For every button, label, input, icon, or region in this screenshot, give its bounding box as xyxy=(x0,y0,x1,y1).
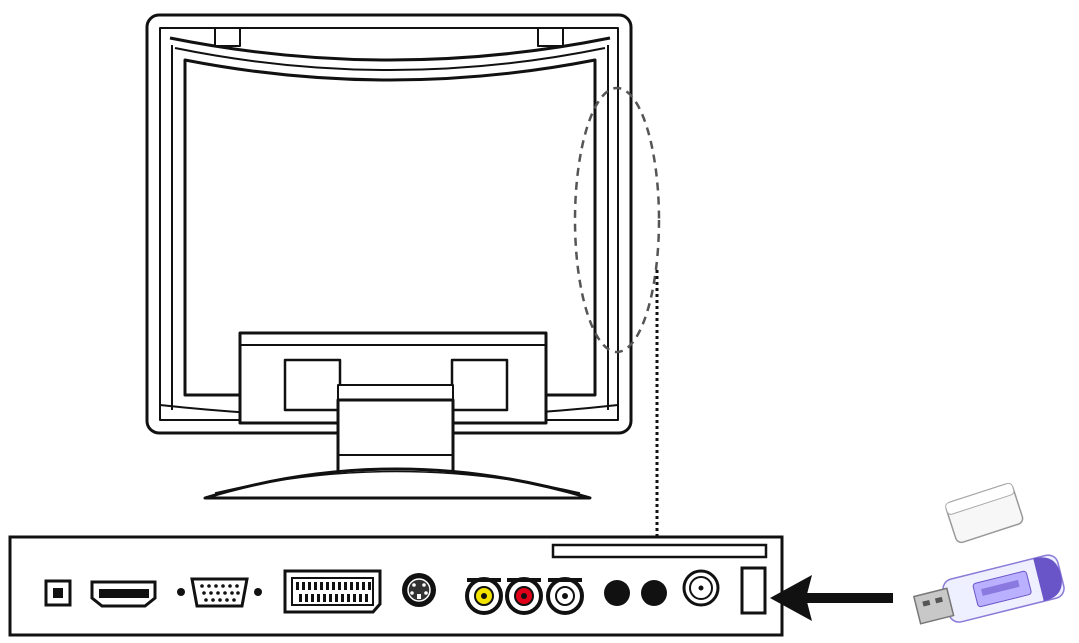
usb-flash-drive-icon xyxy=(912,482,1065,625)
coax-antenna-jack-icon xyxy=(682,569,720,607)
svideo-port-icon xyxy=(402,573,436,607)
audio-jack-icon xyxy=(604,580,667,606)
dc-power-jack-icon xyxy=(44,579,72,607)
rca-audio-left-jack-icon xyxy=(546,577,584,615)
monitor-rear-icon xyxy=(145,13,633,500)
scart-port-icon xyxy=(283,569,382,614)
rca-audio-right-jack-icon xyxy=(505,577,543,615)
hdmi-port-icon xyxy=(90,580,157,608)
vga-port-icon xyxy=(177,577,262,608)
usb-port-icon xyxy=(740,566,767,615)
rca-video-jack-icon xyxy=(465,577,503,615)
usb-slot-highlight-icon xyxy=(573,86,661,354)
insert-arrow-icon xyxy=(770,575,893,621)
